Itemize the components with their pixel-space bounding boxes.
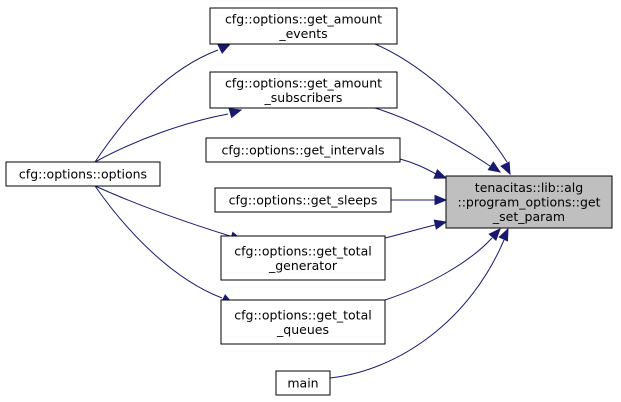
edge-line	[384, 224, 436, 239]
edge-line	[94, 185, 223, 299]
node-label-line: cfg::options::get_total	[234, 243, 371, 258]
node-box	[205, 137, 401, 163]
arrowhead	[500, 161, 511, 176]
edge-line	[94, 113, 229, 163]
arrowhead	[498, 227, 509, 242]
node-box	[220, 299, 386, 345]
node-options[interactable]: cfg::options::options	[5, 161, 161, 187]
arrowhead	[487, 161, 502, 173]
node-get-total-generator[interactable]: cfg::options::get_total_generator	[220, 235, 386, 281]
node-box	[214, 187, 392, 213]
edge-line	[329, 239, 505, 379]
edge-line	[94, 49, 219, 163]
arrowhead	[488, 228, 501, 242]
node-box	[209, 7, 398, 45]
node-box	[220, 235, 386, 281]
edge-line	[384, 237, 493, 301]
edge-options-to-subscribers	[94, 108, 243, 163]
node-main[interactable]: main	[275, 370, 331, 396]
edge-main-to-get-set-param	[329, 227, 509, 379]
edge-sleeps-to-get-set-param	[391, 194, 448, 206]
node-label-line: cfg::options::get_amount	[225, 11, 382, 26]
edge-line	[374, 107, 491, 167]
node-label-line: _subscribers	[264, 90, 343, 105]
node-label-line: cfg::options::get_intervals	[221, 143, 384, 158]
node-label-line: _generator	[268, 258, 338, 273]
edge-queues-to-get-set-param	[384, 228, 501, 301]
edge-generator-to-get-set-param	[384, 219, 448, 239]
edge-intervals-to-get-set-param	[399, 158, 448, 179]
node-get-intervals[interactable]: cfg::options::get_intervals	[205, 137, 401, 163]
node-get-total-queues[interactable]: cfg::options::get_total_queues	[220, 299, 386, 345]
arrowhead	[433, 219, 448, 230]
node-box	[5, 161, 161, 187]
node-label-line: _events	[278, 26, 327, 41]
node-box	[209, 71, 398, 109]
node-label-line: ::program_options::get	[457, 195, 600, 210]
node-label-line: cfg::options::get_amount	[225, 75, 382, 90]
edge-line	[94, 185, 231, 237]
edge-line	[399, 158, 437, 175]
node-box	[275, 370, 331, 396]
node-label-line: tenacitas::lib::alg	[475, 180, 583, 195]
node-label-line: _set_param	[492, 209, 565, 224]
node-label-line: main	[287, 376, 318, 391]
node-label-line: _queues	[276, 322, 329, 337]
edge-subscribers-to-get-set-param	[374, 107, 502, 173]
arrowhead	[434, 194, 448, 206]
edge-options-to-queues	[94, 185, 235, 305]
node-get-amount-events[interactable]: cfg::options::get_amount_events	[209, 7, 398, 45]
node-label-line: cfg::options::options	[19, 167, 147, 182]
node-get-amount-subscribers[interactable]: cfg::options::get_amount_subscribers	[209, 71, 398, 109]
node-label-line: cfg::options::get_total	[234, 307, 371, 322]
node-get-set-param[interactable]: tenacitas::lib::alg::program_options::ge…	[445, 175, 613, 229]
node-label-line: cfg::options::get_sleeps	[229, 193, 378, 208]
arrowhead	[433, 168, 448, 179]
arrowhead	[228, 108, 243, 119]
edge-line	[374, 43, 508, 163]
edge-events-to-get-set-param	[374, 43, 511, 176]
node-get-sleeps[interactable]: cfg::options::get_sleeps	[214, 187, 392, 213]
node-box	[445, 175, 613, 229]
arrowhead	[217, 43, 232, 54]
